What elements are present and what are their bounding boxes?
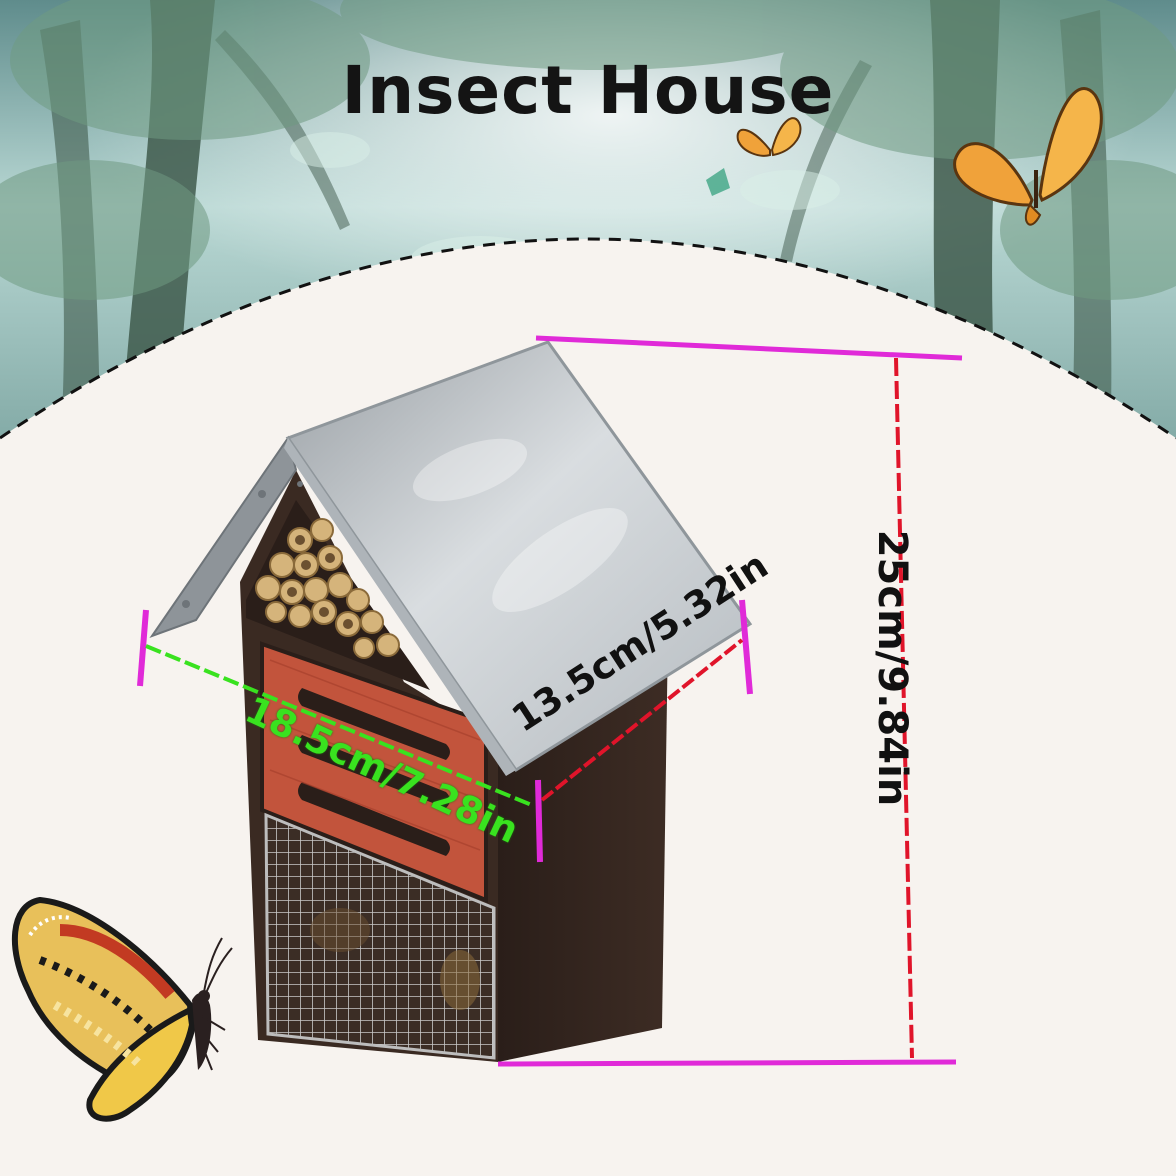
dashed-arc-divider — [0, 237, 1176, 440]
wire-mesh — [264, 812, 496, 1060]
orange-butterfly-large — [953, 87, 1103, 226]
depth-measure — [535, 599, 753, 863]
orange-butterfly-small — [736, 117, 802, 157]
height-label: 25cm/9.84in — [869, 529, 915, 807]
slotted-panel — [260, 641, 488, 903]
teal-leaf-deco — [706, 168, 730, 196]
lacewing-butterfly — [11, 896, 233, 1122]
forest-background — [0, 0, 1176, 438]
metal-roof — [149, 340, 753, 776]
width-measure — [137, 609, 535, 808]
height-measure — [497, 335, 963, 1067]
bamboo-tubes — [246, 500, 430, 690]
page-title: Insect House — [341, 52, 835, 129]
